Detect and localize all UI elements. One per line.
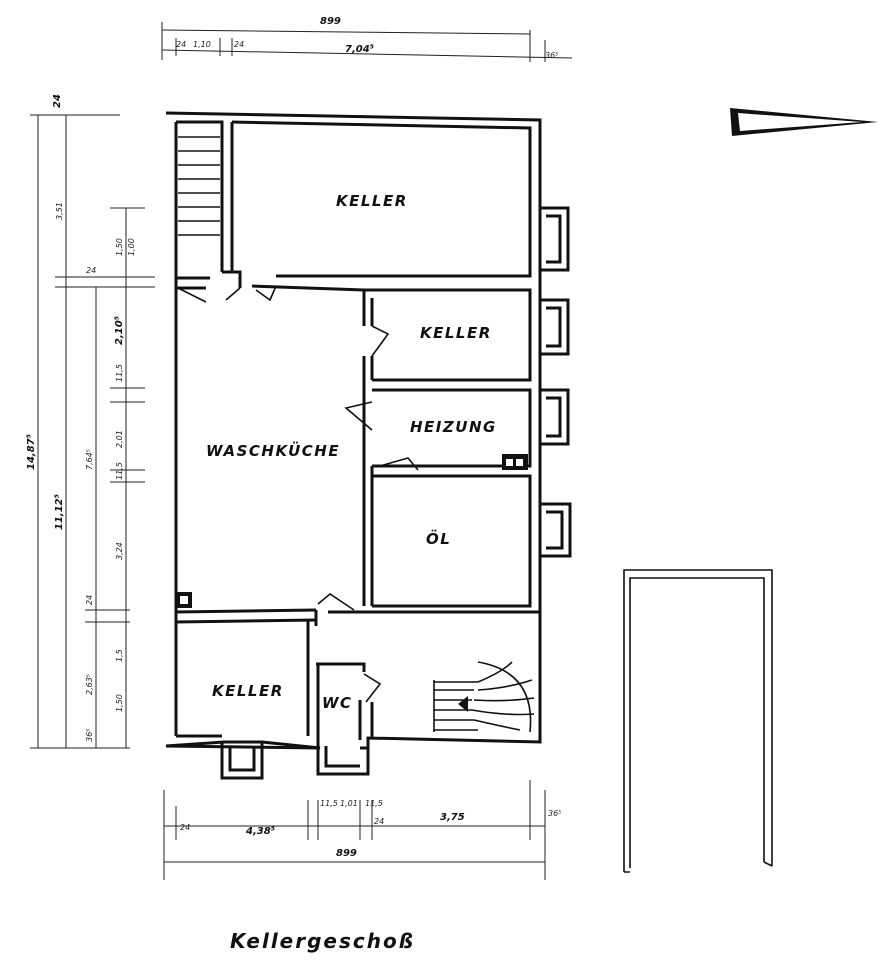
room-label-wc: WC <box>322 694 353 712</box>
top-dim-3: 24 <box>234 40 244 49</box>
left-mid-dim-6: 2,63⁵ <box>85 674 94 695</box>
upper-stair-treads <box>178 136 220 236</box>
left-inner-dim-9: 1,50 <box>115 694 124 712</box>
bottom-dim-7: 3,75 <box>440 812 465 823</box>
top-dim-2: 1,10 <box>193 40 211 49</box>
bottom-dim-3: 11,5 <box>320 799 338 808</box>
right-window-wells <box>540 206 572 558</box>
left-inner-dim-3: 2,10⁵ <box>114 316 125 345</box>
room-label-heizung: HEIZUNG <box>410 418 497 436</box>
left-mid-dim-4: 11,12⁵ <box>54 494 65 530</box>
left-inner-dim-4: 11,5 <box>115 364 124 382</box>
left-inner-dim-6: 11,5 <box>115 462 124 480</box>
bottom-dim-8: 36⁵ <box>548 809 561 818</box>
left-dimension-chain: 24 14,87⁵ 3,51 24 11,12⁵ 7,64⁵ 24 2,63⁵ … <box>26 94 155 749</box>
bottom-dim-6: 24 <box>374 817 384 826</box>
bottom-dim-1: 24 <box>180 823 190 832</box>
room-label-waschkueche: WASCHKÜCHE <box>206 441 340 460</box>
top-dimension-chain: 899 24 1,10 24 7,04⁵ 36⁵ <box>161 16 573 62</box>
north-arrow-icon <box>730 108 878 136</box>
top-dim-5: 36⁵ <box>545 51 558 60</box>
bottom-dim-2: 4,38⁵ <box>245 826 275 837</box>
room-label-oel: ÖL <box>426 529 451 548</box>
left-mid-dim-7: 36⁵ <box>85 729 94 742</box>
left-mid-dim-5: 24 <box>85 595 94 605</box>
top-dim-4: 7,04⁵ <box>345 44 374 55</box>
left-inner-dim-1: 1,50 <box>115 238 124 256</box>
left-inner-dim-8: 1,5 <box>115 649 124 662</box>
bottom-total-dimension: 899 <box>336 848 357 859</box>
room-label-keller-top: KELLER <box>336 192 408 210</box>
lower-spiral-stair <box>433 661 535 733</box>
building-walls <box>165 111 542 780</box>
room-label-keller-bottom: KELLER <box>212 682 284 700</box>
top-total-dimension: 899 <box>320 16 341 27</box>
bottom-dimension-chain: 24 4,38⁵ 11,5 1,01 11,5 24 3,75 36⁵ 899 <box>163 780 561 880</box>
plan-title: Kellergeschoß <box>230 929 415 953</box>
heating-chimney-icon <box>502 454 528 470</box>
left-inner-dim-7: 3,24 <box>115 542 124 560</box>
room-label-keller-mid: KELLER <box>420 324 492 342</box>
left-inner-dim-2: 1,00 <box>127 238 136 256</box>
bottom-dim-5: 11,5 <box>365 799 383 808</box>
left-inner-dim-5: 2,01 <box>115 430 124 448</box>
top-dim-1: 24 <box>176 40 186 49</box>
left-outer-total-dim: 14,87⁵ <box>26 434 37 470</box>
left-mid-dim-3: 7,64⁵ <box>85 449 94 470</box>
chimney-icon <box>176 592 192 608</box>
left-outer-top-dim: 24 <box>52 94 63 108</box>
garage-outline <box>623 569 773 873</box>
left-mid-dim-2: 24 <box>86 266 96 275</box>
bottom-dim-4: 1,01 <box>340 799 358 808</box>
left-mid-dim-1: 3,51 <box>55 202 64 220</box>
